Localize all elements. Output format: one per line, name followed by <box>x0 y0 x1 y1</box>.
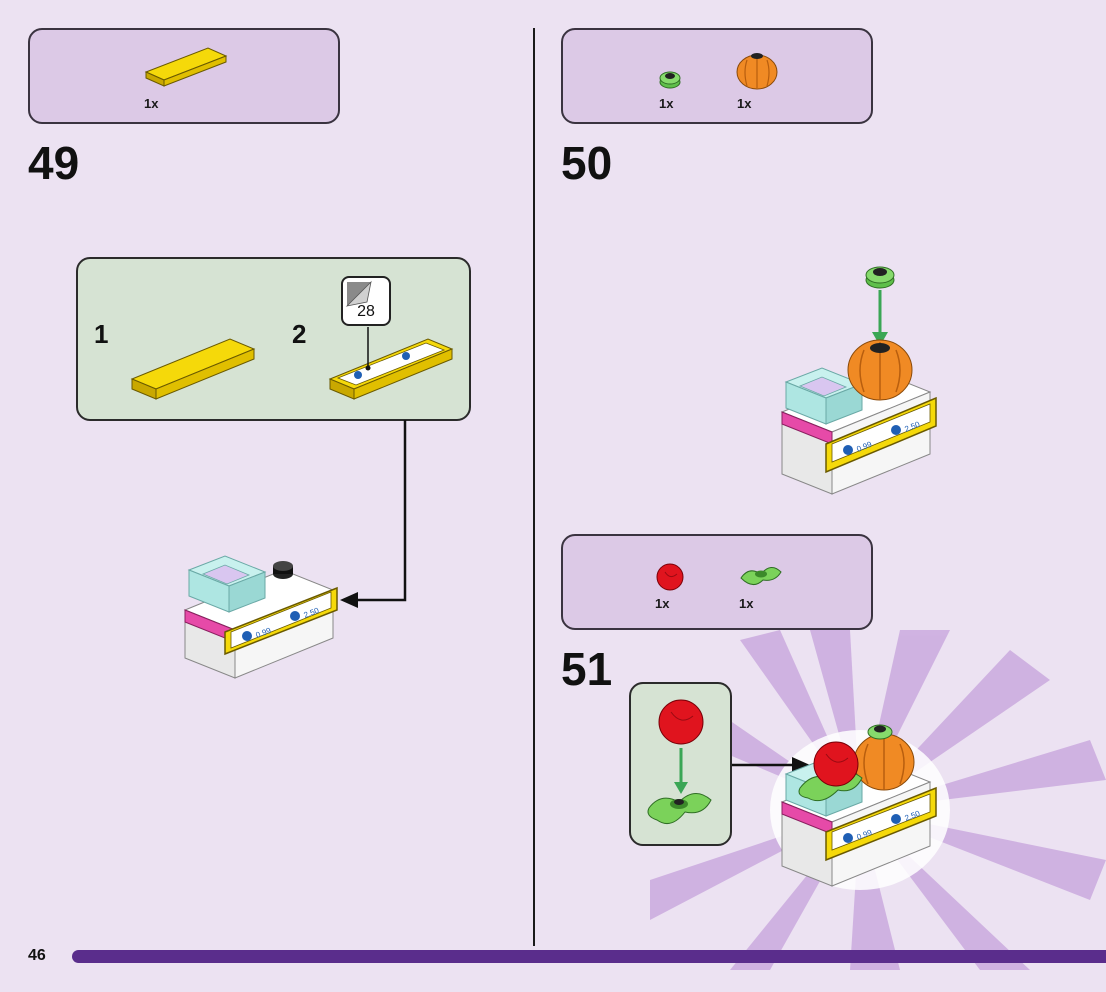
orange-pumpkin-qty: 1x <box>737 96 752 111</box>
step-49-number: 49 <box>28 137 80 189</box>
green-leaf-plate-qty: 1x <box>739 596 754 611</box>
substep-connector-arrow <box>340 420 407 608</box>
green-leaf-plate-part-icon <box>740 567 782 585</box>
sticker-sheet-badge: 28 <box>341 276 391 326</box>
step-51-number: 51 <box>561 643 613 695</box>
step-51-parts-box: 1x 1x <box>561 534 873 630</box>
red-ball-part-icon <box>656 563 684 591</box>
step-50-model-icon: 0.99 2.50 <box>780 266 937 495</box>
substep-1-label: 1 <box>94 319 109 349</box>
sticker-pointer-line <box>365 327 371 371</box>
page-number: 46 <box>28 947 46 964</box>
step-49-model-icon: 0.99 2.50 <box>183 555 338 679</box>
yellow-tile-qty: 1x <box>144 96 159 111</box>
yellow-tile-part-icon <box>144 47 228 87</box>
step-51-substep-box <box>629 682 732 846</box>
red-ball-qty: 1x <box>655 596 670 611</box>
sticker-peel-icon <box>345 280 372 307</box>
substep-2-label: 2 <box>292 319 307 349</box>
step-49-parts-box: 1x <box>28 28 340 124</box>
stickered-tile-icon <box>328 338 454 400</box>
substep-box: 1 2 <box>76 257 471 421</box>
step-51-connector-arrow <box>732 757 810 773</box>
step-50-number: 50 <box>561 137 613 189</box>
ball-on-leaf-icon <box>647 699 712 825</box>
orange-pumpkin-part-icon <box>736 53 778 90</box>
yellow-tile-icon <box>130 338 256 400</box>
step-50-parts-box: 1x 1x <box>561 28 873 124</box>
step-51-model-icon: 0.99 2.50 <box>780 724 937 887</box>
green-round-plate-qty: 1x <box>659 96 674 111</box>
sticker-sheet-number: 28 <box>357 303 375 320</box>
green-round-plate-part-icon <box>659 71 681 89</box>
footer-bar <box>72 950 1106 963</box>
column-divider <box>533 28 535 946</box>
